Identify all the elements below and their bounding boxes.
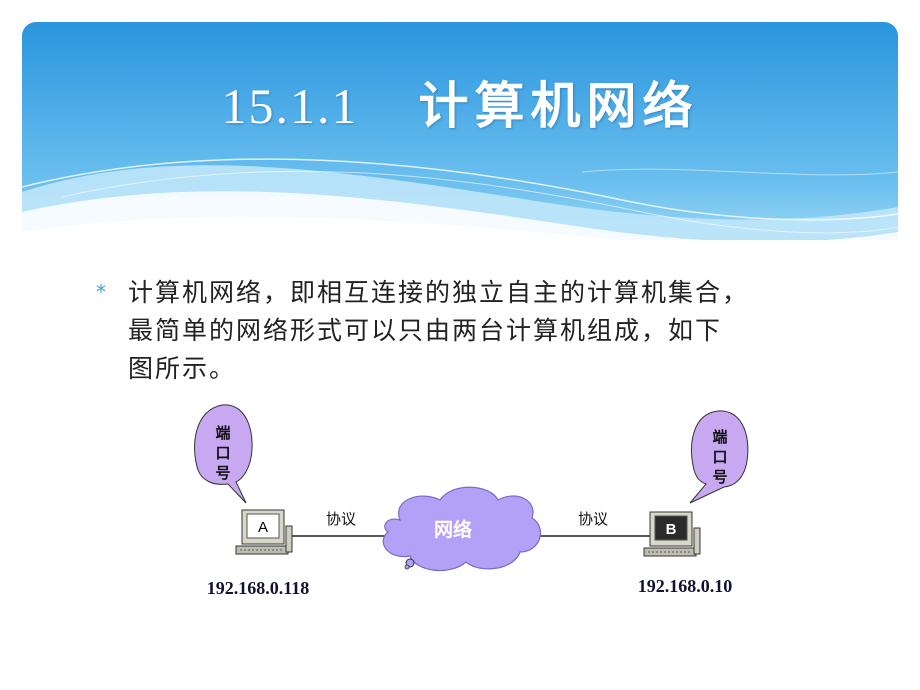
computer-a-icon: A [235, 509, 293, 555]
left-bubble-char: 号 [215, 464, 230, 482]
computer-b-ip: 192.168.0.10 [638, 576, 733, 596]
computer-b-label: B [666, 521, 677, 538]
paragraph-line: 计算机网络，即相互连接的独立自主的计算机集合， [128, 278, 750, 307]
left-bubble-char: 口 [215, 444, 230, 462]
left-bubble-char: 端 [215, 424, 230, 442]
paragraph-line: 图所示。 [128, 354, 237, 383]
wave-background [22, 22, 898, 254]
right-bubble-char: 口 [712, 448, 727, 466]
title-number: 15.1.1 [221, 78, 359, 134]
network-cloud: 网络 [382, 486, 542, 572]
computer-a-ip: 192.168.0.118 [207, 578, 310, 598]
left-protocol-label: 协议 [326, 510, 356, 528]
left-port-bubble: 端 口 号 [194, 404, 253, 504]
right-bubble-char: 端 [712, 428, 727, 446]
computer-b-icon: B [643, 511, 701, 557]
page-title: 15.1.1 计算机网络 [0, 66, 920, 138]
title-text: 计算机网络 [418, 77, 699, 135]
right-protocol-label: 协议 [578, 510, 608, 528]
cloud-label: 网络 [434, 518, 472, 541]
title-banner [22, 22, 898, 254]
bullet-marker: * [96, 280, 106, 304]
right-port-bubble: 端 口 号 [689, 410, 749, 504]
computer-a-label: A [258, 519, 268, 536]
paragraph-line: 最简单的网络形式可以只由两台计算机组成，如下 [128, 316, 723, 345]
right-bubble-char: 号 [712, 468, 727, 486]
bullet-paragraph: 计算机网络，即相互连接的独立自主的计算机集合， 最简单的网络形式可以只由两台计算… [128, 274, 828, 388]
